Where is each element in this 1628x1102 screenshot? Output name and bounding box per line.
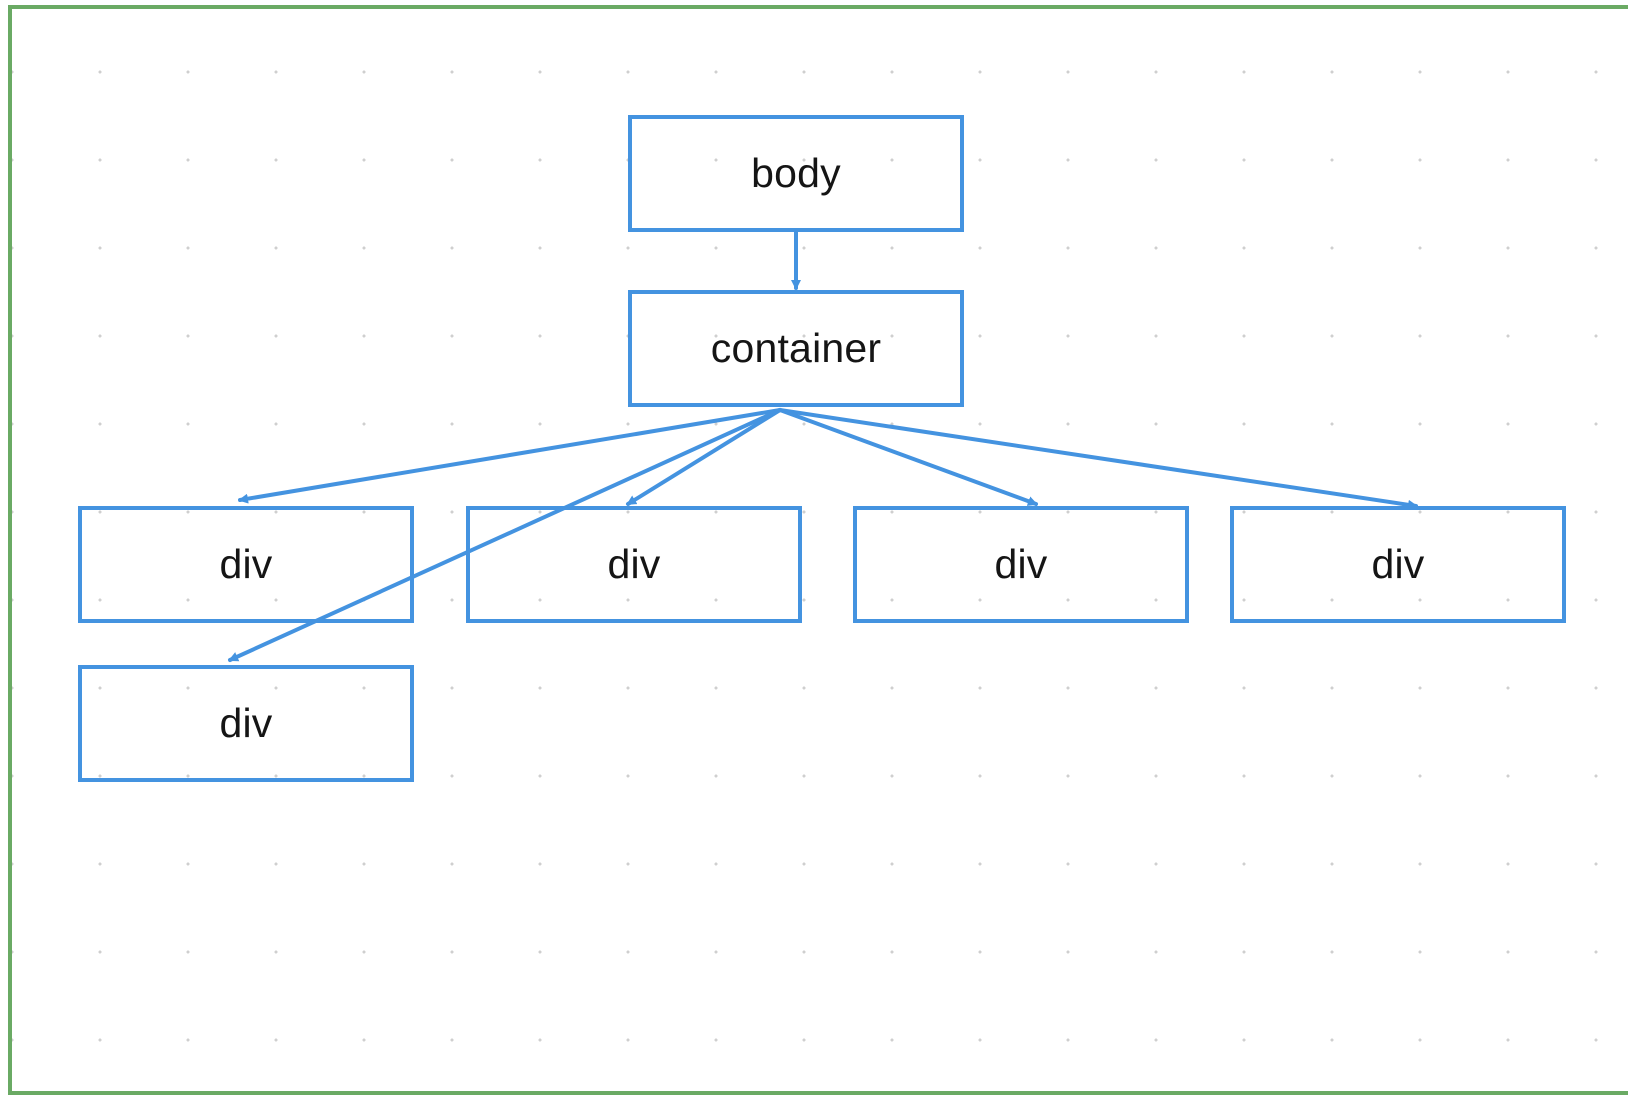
node-div-1-label: div [219,541,273,587]
node-div-5[interactable]: div [78,665,414,782]
node-div-3[interactable]: div [853,506,1189,623]
node-div-1[interactable]: div [78,506,414,623]
node-body[interactable]: body [628,115,964,232]
node-container[interactable]: container [628,290,964,407]
node-container-label: container [710,325,882,371]
edge-container-to-div1 [238,408,782,504]
edge-container-to-div4 [778,408,1418,510]
node-div-2-label: div [607,541,661,587]
edge-container-to-div3 [778,408,1038,506]
node-div-2[interactable]: div [466,506,802,623]
node-div-3-label: div [994,541,1048,587]
node-div-4[interactable]: div [1230,506,1566,623]
node-div-5-label: div [219,700,273,746]
node-body-label: body [751,150,841,196]
node-div-4-label: div [1371,541,1425,587]
edge-container-to-div5 [228,408,782,662]
diagram-frame [8,5,1628,1095]
edge-container-to-div2 [626,408,782,506]
